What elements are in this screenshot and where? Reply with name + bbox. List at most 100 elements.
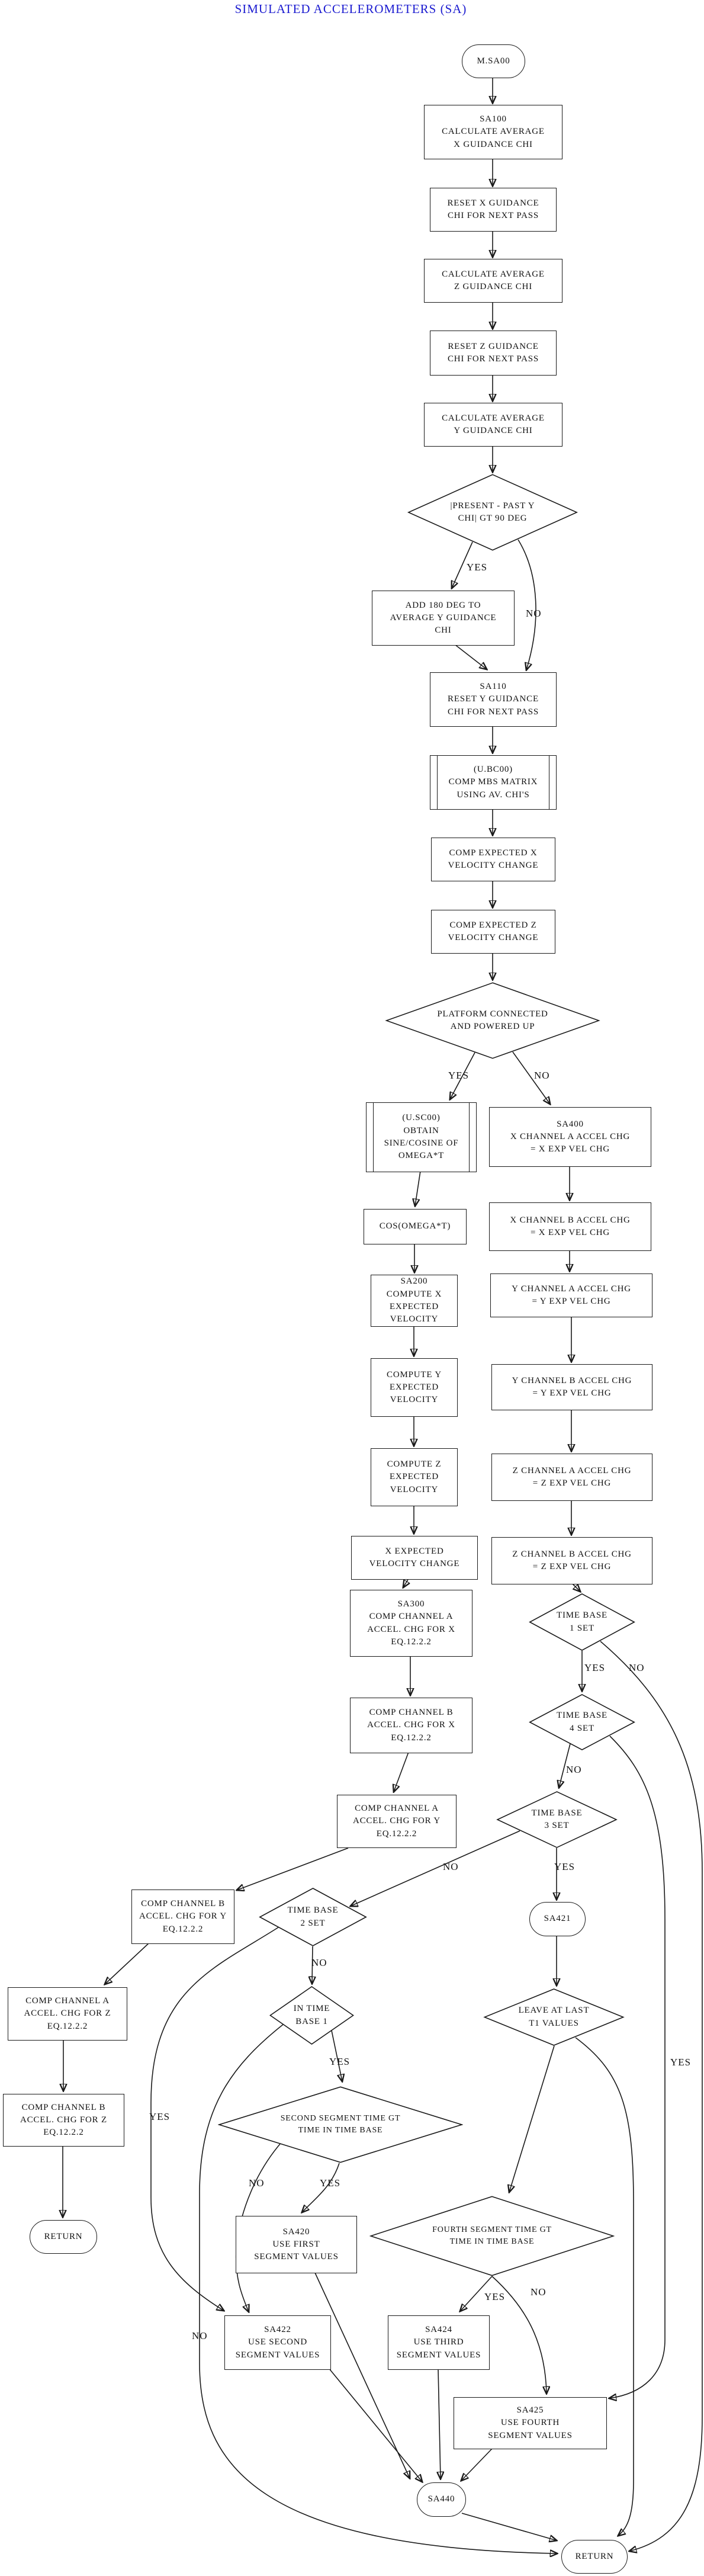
node-comp-expected-x: COMP EXPECTED X VELOCITY CHANGE [431, 838, 555, 881]
edge-itb1-secondseg-yes [331, 2030, 342, 2081]
node-comp-channel-b-x: COMP CHANNEL B ACCEL. CHG FOR X EQ.12.2.… [350, 1698, 472, 1753]
node-compute-z-expected: COMPUTE Z EXPECTED VELOCITY [371, 1448, 458, 1506]
edge-sa424-sa440 [438, 2368, 441, 2479]
edge-xexp-sa300 [403, 1578, 409, 1587]
node-sa422: SA422 USE SECOND SEGMENT VALUES [224, 2315, 331, 2370]
label-platform-no: NO [534, 1070, 550, 1081]
node-compute-y-expected: COMPUTE Y EXPECTED VELOCITY [371, 1358, 458, 1417]
node-calc-average-z: CALCULATE AVERAGE Z GUIDANCE CHI [424, 259, 562, 303]
label-fourth-no: NO [531, 2286, 547, 2298]
node-ubc00-subroutine: (U.BC00) COMP MBS MATRIX USING AV. CHI'S [430, 755, 557, 810]
node-time-base-3-decision: TIME BASE 3 SET [496, 1791, 618, 1848]
label-tb3-yes: YES [554, 1861, 576, 1872]
node-comp-expected-z: COMP EXPECTED Z VELOCITY CHANGE [431, 910, 555, 954]
edge-fourthseg-sa425-no [491, 2276, 547, 2394]
node-x-expected-velocity-change: X EXPECTED VELOCITY CHANGE [351, 1536, 478, 1580]
node-time-base-1-decision: TIME BASE 1 SET [529, 1593, 635, 1651]
edge-zchb-tb1 [571, 1583, 580, 1592]
edge-compbx-compay [394, 1751, 409, 1792]
label-tb2-yes: YES [149, 2111, 171, 2122]
edge-itb1-return-no [199, 2024, 557, 2553]
edge-compay-compby [237, 1847, 349, 1890]
node-comp-channel-a-z: COMP CHANNEL A ACCEL. CHG FOR Z EQ.12.2.… [8, 1987, 127, 2041]
node-sa300: SA300 COMP CHANNEL A ACCEL. CHG FOR X EQ… [350, 1590, 472, 1657]
label-itb1-no: NO [192, 2330, 208, 2341]
node-add-180-deg: ADD 180 DEG TO AVERAGE Y GUIDANCE CHI [372, 591, 515, 646]
diamond-shape [496, 1791, 618, 1848]
node-sa420: SA420 USE FIRST SEGMENT VALUES [236, 2216, 357, 2273]
diamond-shape [483, 1988, 625, 2046]
diamond-shape [407, 474, 578, 551]
node-msa00: M.SA00 [462, 44, 525, 78]
node-sa424: SA424 USE THIRD SEGMENT VALUES [388, 2315, 490, 2370]
label-present-past-no: NO [526, 608, 542, 619]
node-reset-x-guidance: RESET X GUIDANCE CHI FOR NEXT PASS [430, 188, 557, 232]
node-z-channel-b: Z CHANNEL B ACCEL CHG = Z EXP VEL CHG [491, 1537, 652, 1584]
label-itb1-yes: YES [329, 2056, 351, 2067]
edge-usc00-cosomega [415, 1170, 421, 1206]
diamond-shape [529, 1593, 635, 1651]
label-fourth-yes: YES [484, 2291, 506, 2302]
node-second-segment-decision: SECOND SEGMENT TIME GT TIME IN TIME BASE [218, 2086, 463, 2163]
node-in-time-base-1-decision: IN TIME BASE 1 [269, 1986, 354, 2045]
edge-leave-return [575, 2037, 634, 2536]
label-platform-yes: YES [448, 1070, 470, 1081]
node-present-past-decision: |PRESENT - PAST Y CHI| GT 90 DEG [407, 474, 578, 551]
diamond-shape [218, 2086, 463, 2163]
node-time-base-4-decision: TIME BASE 4 SET [529, 1694, 635, 1750]
page-title: SIMULATED ACCELEROMETERS (SA) [234, 2, 467, 16]
label-tb4-no: NO [566, 1764, 582, 1775]
node-sa440: SA440 [417, 2482, 466, 2517]
node-sa110: SA110 RESET Y GUIDANCE CHI FOR NEXT PASS [430, 672, 557, 727]
node-calc-average-y: CALCULATE AVERAGE Y GUIDANCE CHI [424, 403, 562, 447]
edge-sa425-sa440 [461, 2447, 493, 2481]
node-comp-channel-b-z: COMP CHANNEL B ACCEL. CHG FOR Z EQ.12.2.… [3, 2094, 124, 2147]
node-comp-channel-b-y: COMP CHANNEL B ACCEL. CHG FOR Y EQ.12.2.… [131, 1890, 234, 1944]
diamond-shape [384, 982, 601, 1059]
node-comp-channel-a-y: COMP CHANNEL A ACCEL. CHG FOR Y EQ.12.2.… [337, 1795, 457, 1848]
edge-sa422-sa440 [329, 2368, 422, 2482]
diamond-shape [369, 2196, 615, 2276]
label-present-past-yes: YES [467, 562, 488, 573]
edge-compby-compaz [105, 1942, 150, 1984]
node-z-channel-a: Z CHANNEL A ACCEL CHG = Z EXP VEL CHG [491, 1454, 652, 1501]
node-y-channel-a: Y CHANNEL A ACCEL CHG = Y EXP VEL CHG [490, 1273, 652, 1317]
label-tb3-no: NO [443, 1861, 459, 1872]
node-fourth-segment-decision: FOURTH SEGMENT TIME GT TIME IN TIME BASE [369, 2196, 615, 2276]
edge-leave-fourthseg [509, 2045, 555, 2192]
edge-tb4-sa425-yes [609, 1735, 666, 2398]
edge-add180-sa110 [454, 644, 487, 669]
node-sa100: SA100 CALCULATE AVERAGE X GUIDANCE CHI [424, 105, 562, 159]
node-return-left: RETURN [30, 2220, 97, 2254]
edge-sa420-sa440 [314, 2272, 410, 2478]
node-cos-omega-t: COS(OMEGA*T) [364, 1209, 467, 1244]
node-sa200: SA200 COMPUTE X EXPECTED VELOCITY [371, 1275, 458, 1327]
edge-platform-usc00-yes [450, 1052, 475, 1099]
node-y-channel-b: Y CHANNEL B ACCEL CHG = Y EXP VEL CHG [491, 1364, 652, 1410]
label-tb4-yes: YES [670, 2057, 692, 2068]
node-sa421: SA421 [529, 1902, 586, 1936]
label-tb2-no: NO [311, 1957, 327, 1968]
node-leave-at-last-decision: LEAVE AT LAST T1 VALUES [483, 1988, 625, 2046]
edge-sa440-return [461, 2513, 557, 2540]
label-tb1-yes: YES [584, 1662, 606, 1673]
node-usc00-subroutine: (U.SC00) OBTAIN SINE/COSINE OF OMEGA*T [366, 1102, 477, 1172]
diamond-shape [259, 1888, 367, 1946]
label-second-no: NO [249, 2177, 265, 2189]
label-second-yes: YES [320, 2177, 341, 2189]
node-reset-z-guidance: RESET Z GUIDANCE CHI FOR NEXT PASS [430, 331, 557, 376]
edge-presentpast-add180-yes [452, 541, 473, 588]
node-return-bottom: RETURN [561, 2540, 628, 2574]
diamond-shape [269, 1986, 354, 2045]
edge-tb3-tb2-no [351, 1830, 520, 1906]
diamond-shape [529, 1694, 635, 1750]
edge-tb2-sa422-yes [150, 1927, 279, 2311]
edge-fourthseg-sa424-yes [460, 2276, 493, 2311]
edge-platform-sa400-no [512, 1051, 550, 1104]
edge-tb2-itb1-no [312, 1946, 313, 1984]
edge-tb1-return-no [600, 1641, 703, 2551]
node-time-base-2-decision: TIME BASE 2 SET [259, 1888, 367, 1946]
edge-tb4-tb3-no [559, 1743, 571, 1788]
